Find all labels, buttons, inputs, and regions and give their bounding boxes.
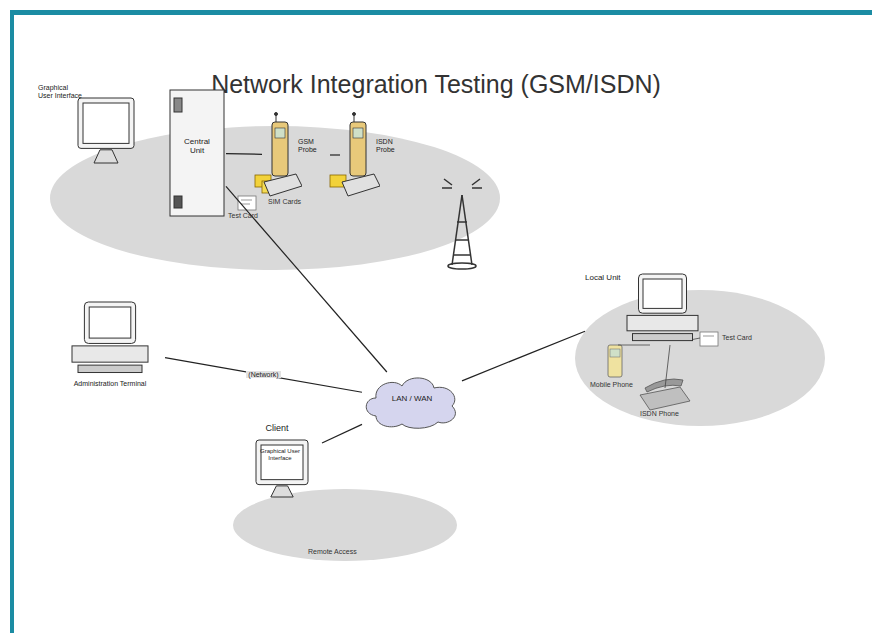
node-label: Client — [252, 424, 302, 434]
group-ground — [575, 290, 825, 426]
desktop-icon — [625, 272, 700, 342]
part-label: Mobile Phone — [590, 381, 636, 389]
network-link — [330, 154, 340, 155]
probe-icon — [262, 112, 302, 198]
monitor-icon — [76, 96, 136, 166]
monitor-icon — [254, 438, 310, 500]
gui-monitor: Graphical User Interface — [38, 84, 138, 170]
network-link — [462, 331, 585, 381]
local-unit: Local Unit — [585, 272, 700, 344]
part-label: Test Card — [722, 334, 762, 342]
network-link — [226, 186, 387, 372]
node-label: LAN / WAN — [382, 395, 442, 404]
mobile-phone — [608, 345, 622, 377]
admin-terminal: Administration Terminal — [55, 300, 165, 396]
frame-top — [10, 10, 872, 15]
group-ground — [233, 489, 457, 561]
node-label: Local Unit — [585, 274, 627, 283]
gsm-probe: GSM Probe — [262, 112, 330, 198]
peripheral-cable — [618, 338, 700, 388]
node-label: GSM Probe — [298, 138, 330, 153]
isdn-probe: ISDN Probe — [340, 112, 412, 198]
frame-left — [10, 10, 14, 633]
desktop-icon — [70, 300, 150, 374]
network-cloud: LAN / WAN — [362, 372, 462, 430]
isdn-phone — [640, 379, 690, 410]
diagram-title: Network Integration Testing (GSM/ISDN) — [0, 70, 872, 99]
central-unit: Central Unit — [168, 88, 226, 218]
node-label: Graphical User Interface — [38, 84, 82, 99]
part-label: SIM Cards — [268, 198, 308, 206]
network-link — [165, 358, 362, 393]
network-link — [322, 424, 362, 443]
part-label: ISDN Phone — [640, 410, 686, 418]
test-card — [700, 332, 718, 346]
probe-icon — [340, 112, 380, 198]
part-label: Remote Access — [308, 548, 368, 556]
node-label: Central Unit — [180, 138, 214, 156]
node-label: Administration Terminal — [55, 380, 165, 388]
antenna-mast — [442, 179, 482, 269]
node-label: Graphical User Interface — [260, 448, 300, 461]
client-terminal: ClientGraphical User Interface — [232, 424, 322, 504]
part-label: Test Card — [228, 212, 268, 220]
network-link — [226, 153, 262, 155]
link-label: (Network) — [246, 371, 280, 378]
node-label: ISDN Probe — [376, 138, 412, 153]
